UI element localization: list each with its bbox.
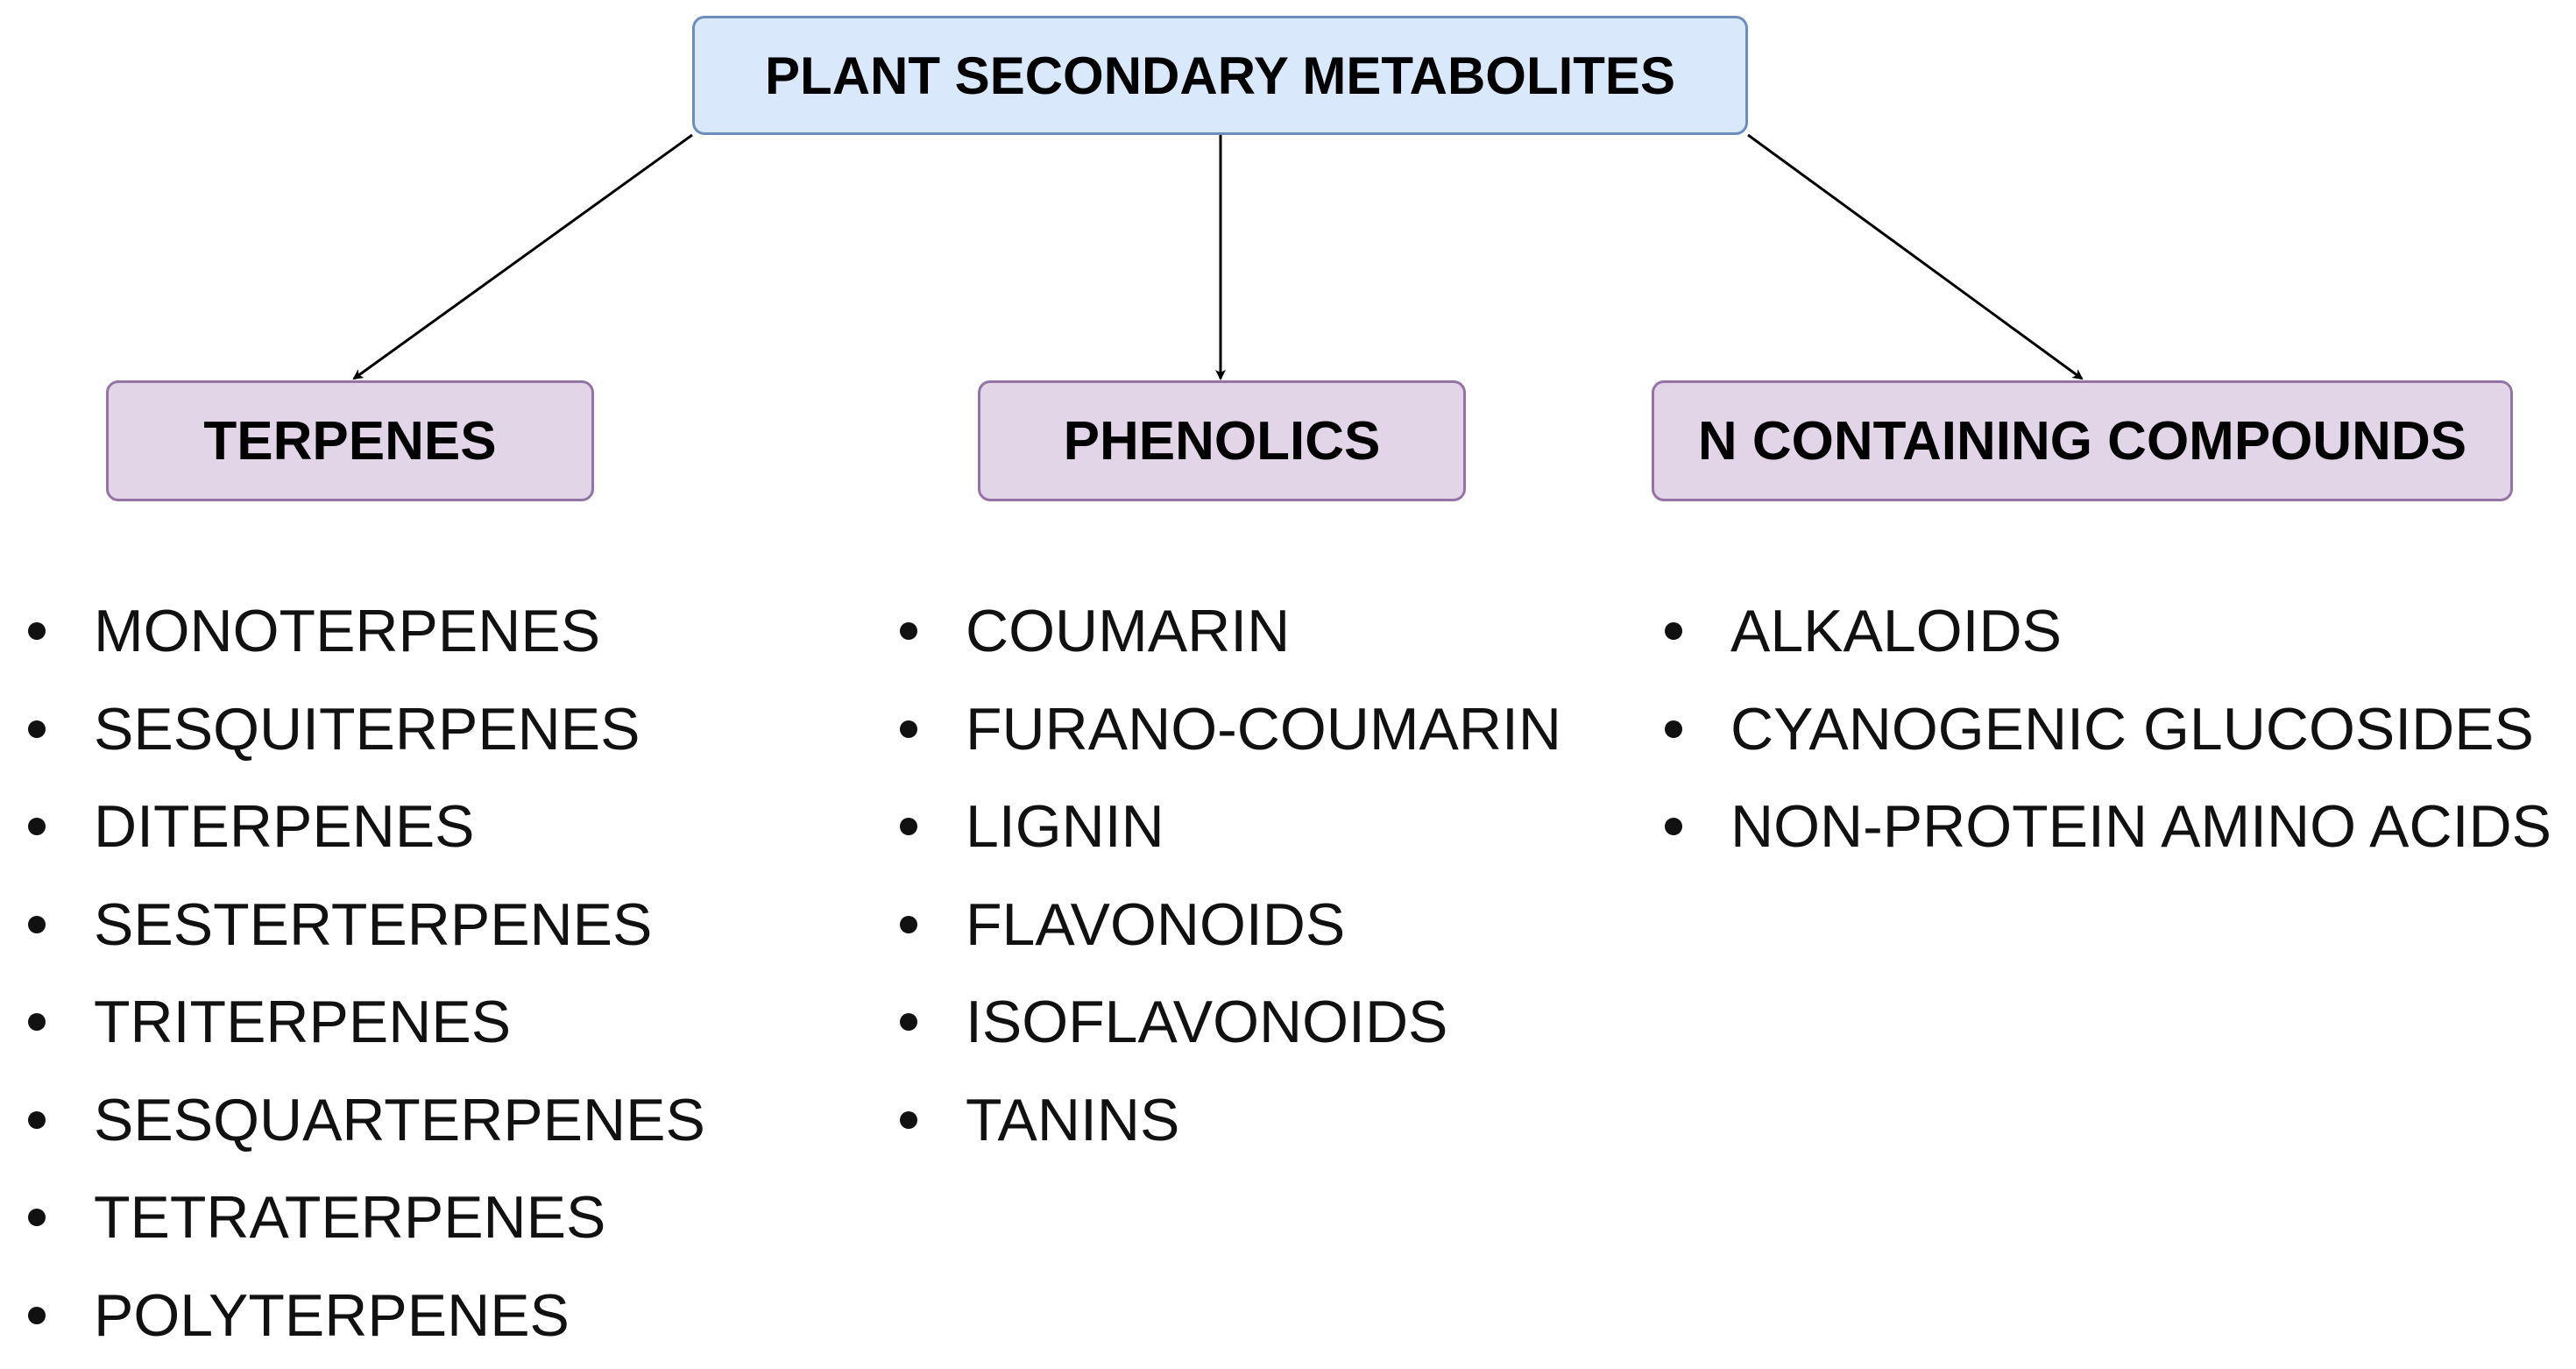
terpenes-member-list: MONOTERPENES SESQUITERPENES DITERPENES S… [26,587,705,1369]
list-item-label: ISOFLAVONOIDS [966,989,1447,1055]
arrow-root-to-nitrogen [1748,135,2082,379]
list-item: SESQUITERPENES [26,685,705,784]
list-item-label: SESTERTERPENES [94,891,652,958]
list-item-label: LIGNIN [966,793,1164,860]
list-item-label: MONOTERPENES [94,598,600,664]
list-item-label: FLAVONOIDS [966,891,1345,958]
bullet-icon [28,1209,46,1226]
root-label: PLANT SECONDARY METABOLITES [765,46,1675,106]
list-item-label: TANINS [966,1087,1179,1153]
bullet-icon [900,622,917,640]
list-item-label: DITERPENES [94,793,475,860]
list-item-label: TETRATERPENES [94,1184,605,1251]
bullet-icon [1665,818,1682,835]
list-item: FURANO-COUMARIN [898,685,1561,784]
bullet-icon [28,916,46,933]
bullet-icon [28,720,46,738]
bullet-icon [28,1013,46,1031]
list-item: LIGNIN [898,783,1561,881]
phenolics-member-list: COUMARIN FURANO-COUMARIN LIGNIN FLAVONOI… [898,587,1561,1174]
list-item: FLAVONOIDS [898,881,1561,979]
bullet-icon [900,916,917,933]
root-node: PLANT SECONDARY METABOLITES [692,16,1748,135]
category-n-containing-compounds: N CONTAINING COMPOUNDS [1652,380,2513,501]
list-item-label: POLYTERPENES [94,1282,570,1349]
list-item: COUMARIN [898,587,1561,685]
category-label: PHENOLICS [1064,410,1381,472]
bullet-icon [900,818,917,835]
n-containing-member-list: ALKALOIDS CYANOGENIC GLUCOSIDES NON-PROT… [1663,587,2551,881]
list-item: TANINS [898,1076,1561,1174]
list-item: TETRATERPENES [26,1174,705,1272]
list-item: SESTERTERPENES [26,881,705,979]
bullet-icon [900,1111,917,1129]
list-item: ALKALOIDS [1663,587,2551,685]
list-item-label: NON-PROTEIN AMINO ACIDS [1730,793,2551,860]
category-label: TERPENES [203,410,496,472]
bullet-icon [28,1111,46,1129]
list-item-label: FURANO-COUMARIN [966,696,1561,763]
list-item: NON-PROTEIN AMINO ACIDS [1663,783,2551,881]
bullet-icon [1665,720,1682,738]
category-terpenes: TERPENES [106,380,594,501]
category-label: N CONTAINING COMPOUNDS [1698,410,2466,472]
list-item-label: COUMARIN [966,598,1290,664]
list-item-label: CYANOGENIC GLUCOSIDES [1730,696,2534,763]
bullet-icon [900,720,917,738]
list-item-label: ALKALOIDS [1730,598,2062,664]
list-item-label: SESQUARTERPENES [94,1087,705,1153]
bullet-icon [900,1013,917,1031]
bullet-icon [1665,622,1682,640]
category-phenolics: PHENOLICS [978,380,1466,501]
list-item-label: TRITERPENES [94,989,511,1055]
bullet-icon [28,818,46,835]
list-item: TRITERPENES [26,978,705,1076]
list-item: POLYTERPENES [26,1272,705,1369]
list-item: MONOTERPENES [26,587,705,685]
bullet-icon [28,1307,46,1324]
list-item: ISOFLAVONOIDS [898,978,1561,1076]
list-item: SESQUARTERPENES [26,1076,705,1174]
list-item: DITERPENES [26,783,705,881]
bullet-icon [28,622,46,640]
list-item-label: SESQUITERPENES [94,696,640,763]
arrow-root-to-terpenes [354,135,692,379]
list-item: CYANOGENIC GLUCOSIDES [1663,685,2551,784]
